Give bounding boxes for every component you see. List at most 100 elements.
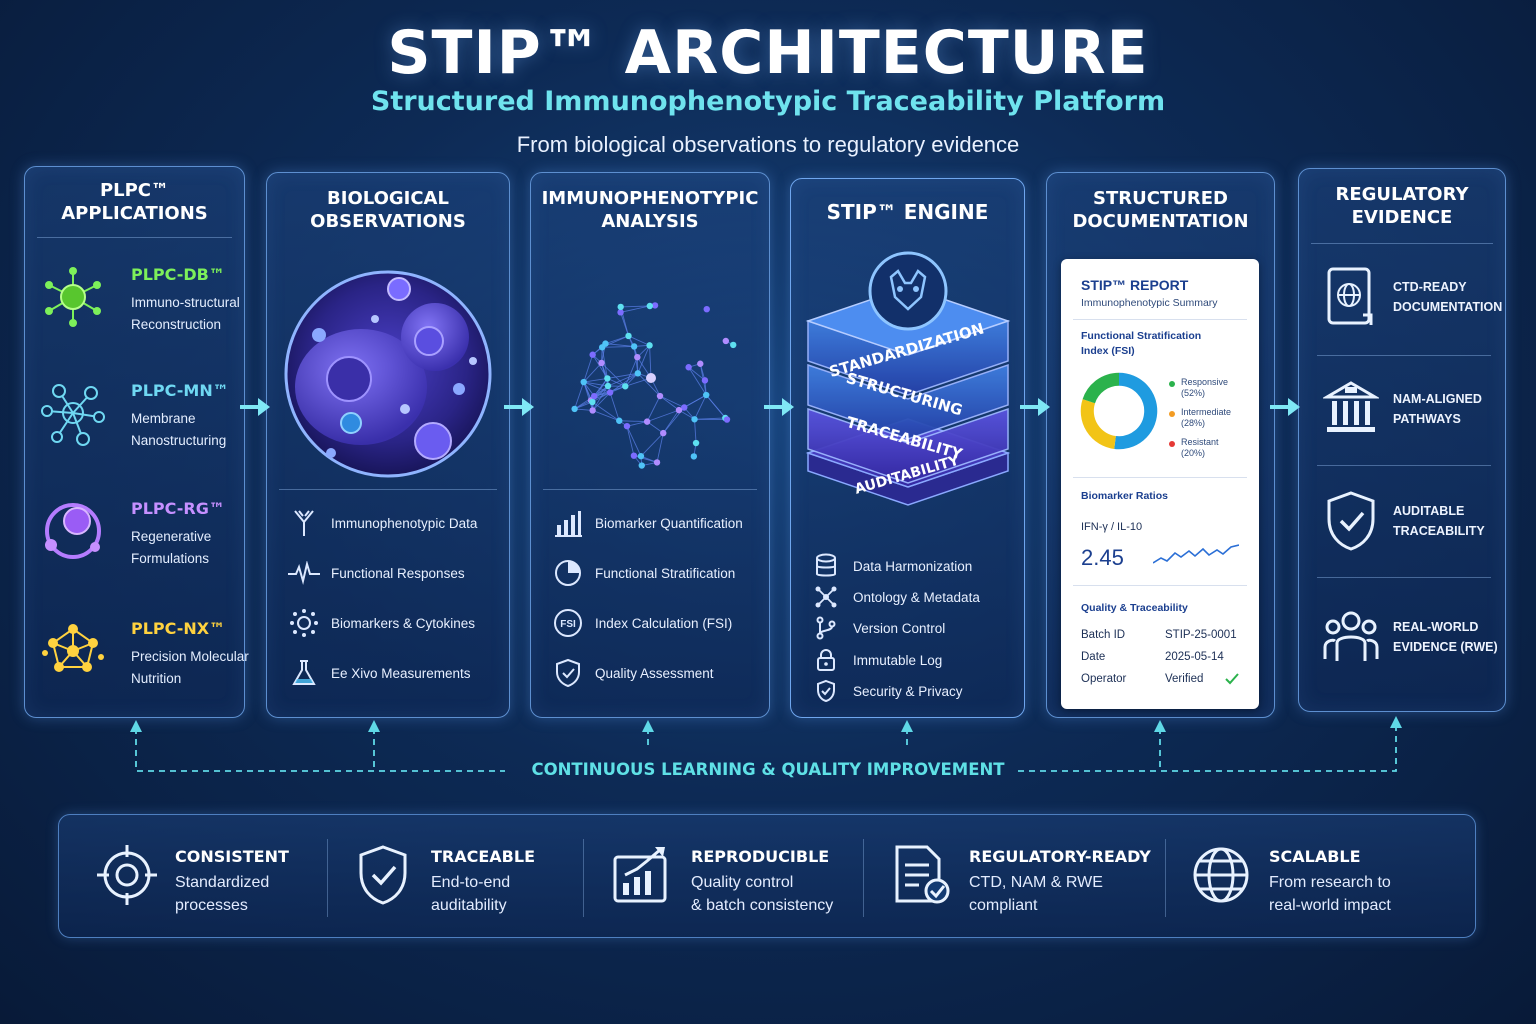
- donut-segment: [1080, 399, 1117, 449]
- fsi-donut-chart: [1080, 372, 1158, 450]
- ontology-row: Ontology & Metadata: [809, 582, 980, 612]
- divider: [1165, 839, 1166, 917]
- network-node: [690, 453, 698, 460]
- chart-growth-icon: [613, 847, 667, 903]
- legend-marker: [1169, 441, 1175, 447]
- divider: [37, 237, 232, 238]
- network-node: [692, 439, 700, 447]
- network-edge: [583, 362, 602, 383]
- divider: [863, 839, 864, 917]
- network-node: [722, 337, 730, 345]
- quality-traceability-title: Quality & Traceability: [1081, 602, 1188, 614]
- nodes-icon: [815, 586, 837, 608]
- legend-marker: [1169, 411, 1175, 417]
- features-panel: CONSISTENT Standardized processes TRACEA…: [58, 814, 1476, 938]
- network-node: [634, 370, 642, 377]
- biological-item-label: Immunophenotypic Data: [331, 515, 478, 531]
- analysis-card-title: IMMUNOPHENOTYPIC ANALYSIS: [541, 188, 759, 232]
- biomarker-quantification-row: Biomarker Quantification: [551, 506, 743, 540]
- plpc-mn-name: PLPC-MN™: [131, 381, 229, 400]
- network-node: [634, 353, 641, 361]
- legend-label: Intermediate (28%): [1181, 407, 1232, 428]
- plpc-mn-item: PLPC-MN™ Membrane Nanostructuring: [39, 381, 254, 471]
- trend-sparkline: [1153, 544, 1239, 564]
- report-title: STIP™ REPORT: [1081, 277, 1189, 293]
- nam-aligned-item: NAM-ALIGNED PATHWAYS: [1319, 377, 1499, 457]
- biomarker-icon: [290, 609, 318, 637]
- regulatory-evidence-card: REGULATORY EVIDENCE CTD-READY DOCUMENTAT…: [1298, 168, 1506, 712]
- fsi-title: Functional Stratification Index (FSI): [1081, 330, 1202, 357]
- antibody-icon: [294, 510, 314, 536]
- batch-id-key: Batch ID: [1081, 629, 1126, 641]
- date-key: Date: [1081, 651, 1106, 663]
- fsi-badge-icon: FSI: [554, 609, 582, 637]
- shield-check-icon: [1327, 491, 1375, 551]
- network-edge: [646, 409, 680, 423]
- version-control-row: Version Control: [809, 613, 945, 643]
- network-node: [571, 405, 578, 413]
- biological-item-label: Functional Responses: [331, 565, 465, 581]
- checkmark-icon: [1225, 673, 1239, 685]
- divider: [543, 489, 757, 490]
- network-node: [602, 340, 609, 347]
- feature-desc: End-to-end auditability: [431, 874, 511, 914]
- network-edge: [620, 305, 650, 313]
- network-node: [623, 422, 631, 430]
- network-node: [604, 382, 612, 390]
- network-edge: [637, 372, 661, 397]
- plpc-mn-desc: Membrane Nanostructuring: [131, 411, 227, 448]
- feature-title: REGULATORY-READY: [969, 847, 1151, 866]
- network-node: [590, 392, 598, 400]
- plpc-nx-desc: Precision Molecular Nutrition: [131, 649, 249, 686]
- biomarker-ratios-title: Biomarker Ratios: [1081, 490, 1168, 502]
- divider: [279, 489, 497, 490]
- flow-arrow-icon: [240, 398, 270, 416]
- network-edge: [640, 432, 664, 457]
- batch-id-value: STIP-25-0001: [1165, 629, 1237, 641]
- network-node: [617, 309, 624, 316]
- network-edge: [609, 392, 620, 421]
- globe-icon: [1193, 847, 1249, 903]
- plpc-rg-item: PLPC-RG™ Regenerative Formulations: [39, 499, 254, 589]
- institution-icon: [1323, 381, 1379, 432]
- regulatory-card-title: REGULATORY EVIDENCE: [1335, 184, 1469, 228]
- donut-segment: [1082, 372, 1120, 404]
- feature-desc: Quality control & batch consistency: [691, 874, 834, 914]
- people-icon: [1323, 611, 1379, 661]
- ratio-label: IFN-γ / IL-10: [1081, 521, 1143, 533]
- legend-label: Resistant (20%): [1181, 437, 1219, 458]
- shield-check-icon: [359, 845, 407, 905]
- legend-marker: [1169, 381, 1175, 387]
- network-edge: [583, 381, 611, 393]
- network-edge: [624, 357, 638, 387]
- document-globe-icon: [1327, 267, 1373, 325]
- network-edge: [646, 421, 664, 434]
- divider: [1311, 243, 1493, 244]
- network-node: [598, 359, 605, 367]
- molecular-structure-icon: [42, 624, 104, 672]
- network-node: [703, 305, 710, 313]
- stip-report-document: STIP™ REPORT Immunophenotypic Summary Fu…: [1061, 259, 1259, 709]
- network-edge: [592, 410, 620, 422]
- auditable-traceability-item: AUDITABLE TRACEABILITY: [1319, 489, 1499, 569]
- fsi-badge-text: FSI: [560, 619, 576, 630]
- network-node: [730, 341, 737, 349]
- database-icon: [816, 553, 836, 577]
- real-world-evidence-item: REAL-WORLD EVIDENCE (RWE): [1319, 605, 1499, 685]
- network-edge: [619, 420, 648, 423]
- network-node: [646, 302, 654, 310]
- feature-title: CONSISTENT: [175, 847, 289, 866]
- analysis-item-label: Index Calculation (FSI): [595, 615, 733, 631]
- network-edge: [583, 381, 594, 411]
- feature-traceable: TRACEABLE End-to-end auditability: [351, 815, 581, 939]
- feature-desc: From research to real-world impact: [1269, 874, 1391, 914]
- operator-value: Verified: [1165, 673, 1204, 685]
- divider: [327, 839, 328, 917]
- regulatory-item-label: AUDITABLE TRACEABILITY: [1393, 504, 1485, 538]
- network-node: [643, 418, 651, 425]
- plpc-applications-card: PLPC™ APPLICATIONS PLPC-DB™ Immuno-struc…: [24, 166, 249, 718]
- network-node: [685, 364, 692, 371]
- cycle-icon: [45, 503, 101, 559]
- structured-documentation-card: STRUCTURED DOCUMENTATION STIP™ REPORT Im…: [1046, 172, 1275, 718]
- report-subtitle: Immunophenotypic Summary: [1081, 297, 1218, 309]
